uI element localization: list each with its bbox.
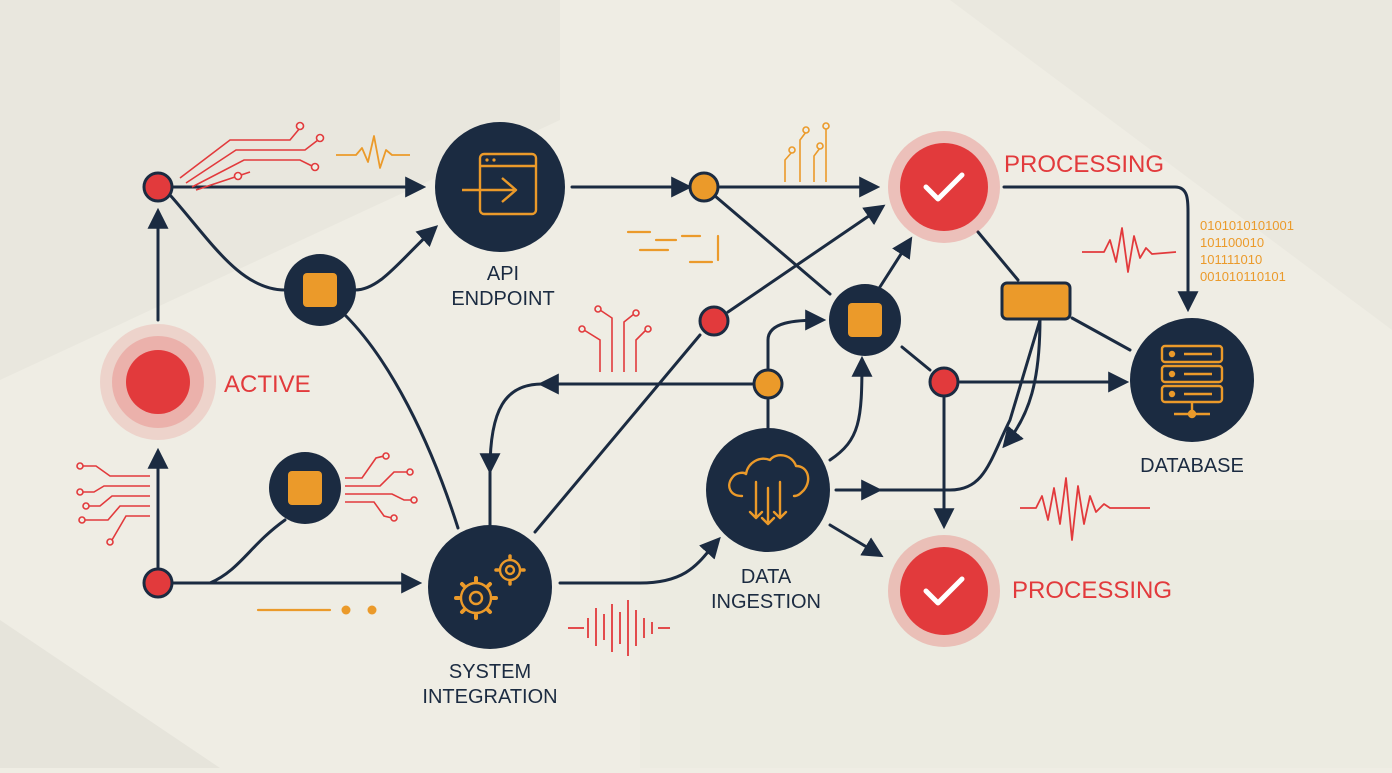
dot-orange-small-1 <box>341 605 351 615</box>
circuit-trace-top-mid <box>784 122 830 182</box>
label-data-line1: DATA <box>741 566 792 588</box>
connector-rect-down <box>1002 316 1042 449</box>
connector-data-to-processing <box>828 523 884 558</box>
node-red-middle <box>698 305 730 337</box>
circuit-trace-left <box>76 462 150 546</box>
connector-orange-to-square <box>713 194 832 296</box>
processing-top-node <box>888 131 1000 243</box>
data-ingestion-node <box>706 428 830 552</box>
connector-branch-down <box>479 382 544 475</box>
system-integration-node <box>428 525 552 649</box>
connector-system-to-data <box>558 536 721 585</box>
node-rect-orange <box>1000 281 1072 321</box>
gears-icon <box>454 554 526 620</box>
connector-red-to-processing <box>726 204 886 314</box>
label-processing-top: PROCESSING <box>1004 151 1164 178</box>
binary-text: 0101010101001 101100010 101111010 001010… <box>1200 218 1294 284</box>
binary-line-4: 001010110101 <box>1200 269 1286 284</box>
small-nodes <box>142 171 960 599</box>
connector-processing-to-database <box>1002 185 1199 313</box>
connector-square-to-system <box>343 313 460 530</box>
label-sys-line1: SYSTEM <box>449 661 531 683</box>
circuit-trace-right-of-square <box>345 452 418 522</box>
label-database: DATABASE <box>1140 455 1244 477</box>
connector-data-up <box>828 355 873 462</box>
connector-rect-to-database <box>1070 316 1132 352</box>
waveform-top-right <box>1082 227 1177 273</box>
connector-orange2-to-square <box>766 309 827 372</box>
connector-merge-right <box>876 316 1042 492</box>
api-endpoint-node <box>435 122 565 252</box>
connectors <box>147 176 1199 594</box>
circuit-trace-mid <box>578 305 652 372</box>
square-nodes <box>269 254 1072 524</box>
binary-line-3: 101111010 <box>1200 252 1262 267</box>
label-processing-bottom: PROCESSING <box>1012 577 1172 604</box>
login-arrow-icon <box>462 152 538 216</box>
waveform-top-left <box>336 135 410 169</box>
binary-line-2: 101100010 <box>1200 235 1264 250</box>
circuit-traces <box>76 121 830 546</box>
node-red-bottom-left <box>142 567 174 599</box>
checkmark-icon <box>923 172 965 202</box>
waveform-bottom-mid <box>568 600 670 656</box>
waveform-bottom-right <box>1020 477 1150 541</box>
dot-orange-small-2 <box>367 605 377 615</box>
node-orange-top <box>688 171 720 203</box>
node-orange-middle <box>752 368 784 400</box>
label-data-line2: INGESTION <box>711 591 821 613</box>
cloud-download-icon <box>728 454 810 526</box>
connector-square-to-processing <box>876 236 913 292</box>
processing-bottom-node <box>888 535 1000 647</box>
dash-marks <box>256 230 720 612</box>
label-sys-line2: INTEGRATION <box>422 686 557 708</box>
waveforms <box>336 135 1177 656</box>
database-node <box>1130 318 1254 442</box>
connector-square-to-api <box>353 225 439 292</box>
server-stack-icon <box>1160 344 1224 419</box>
checkmark-icon <box>923 576 965 606</box>
binary-line-1: 0101010101001 <box>1200 218 1294 233</box>
node-red-right <box>928 366 960 398</box>
circuit-trace-top-left <box>179 121 325 191</box>
label-api-line1: API <box>487 263 519 285</box>
connector-processing-to-rect <box>976 230 1020 282</box>
node-red-top-left <box>142 171 174 203</box>
active-node <box>100 324 216 440</box>
label-active: ACTIVE <box>224 371 311 398</box>
label-api-line2: ENDPOINT <box>451 288 554 310</box>
connector-red-to-square <box>168 193 287 292</box>
connector-system-to-red <box>533 333 702 534</box>
connector-red-bottom-to-square <box>208 518 287 585</box>
connector-square-to-red2 <box>900 345 932 372</box>
